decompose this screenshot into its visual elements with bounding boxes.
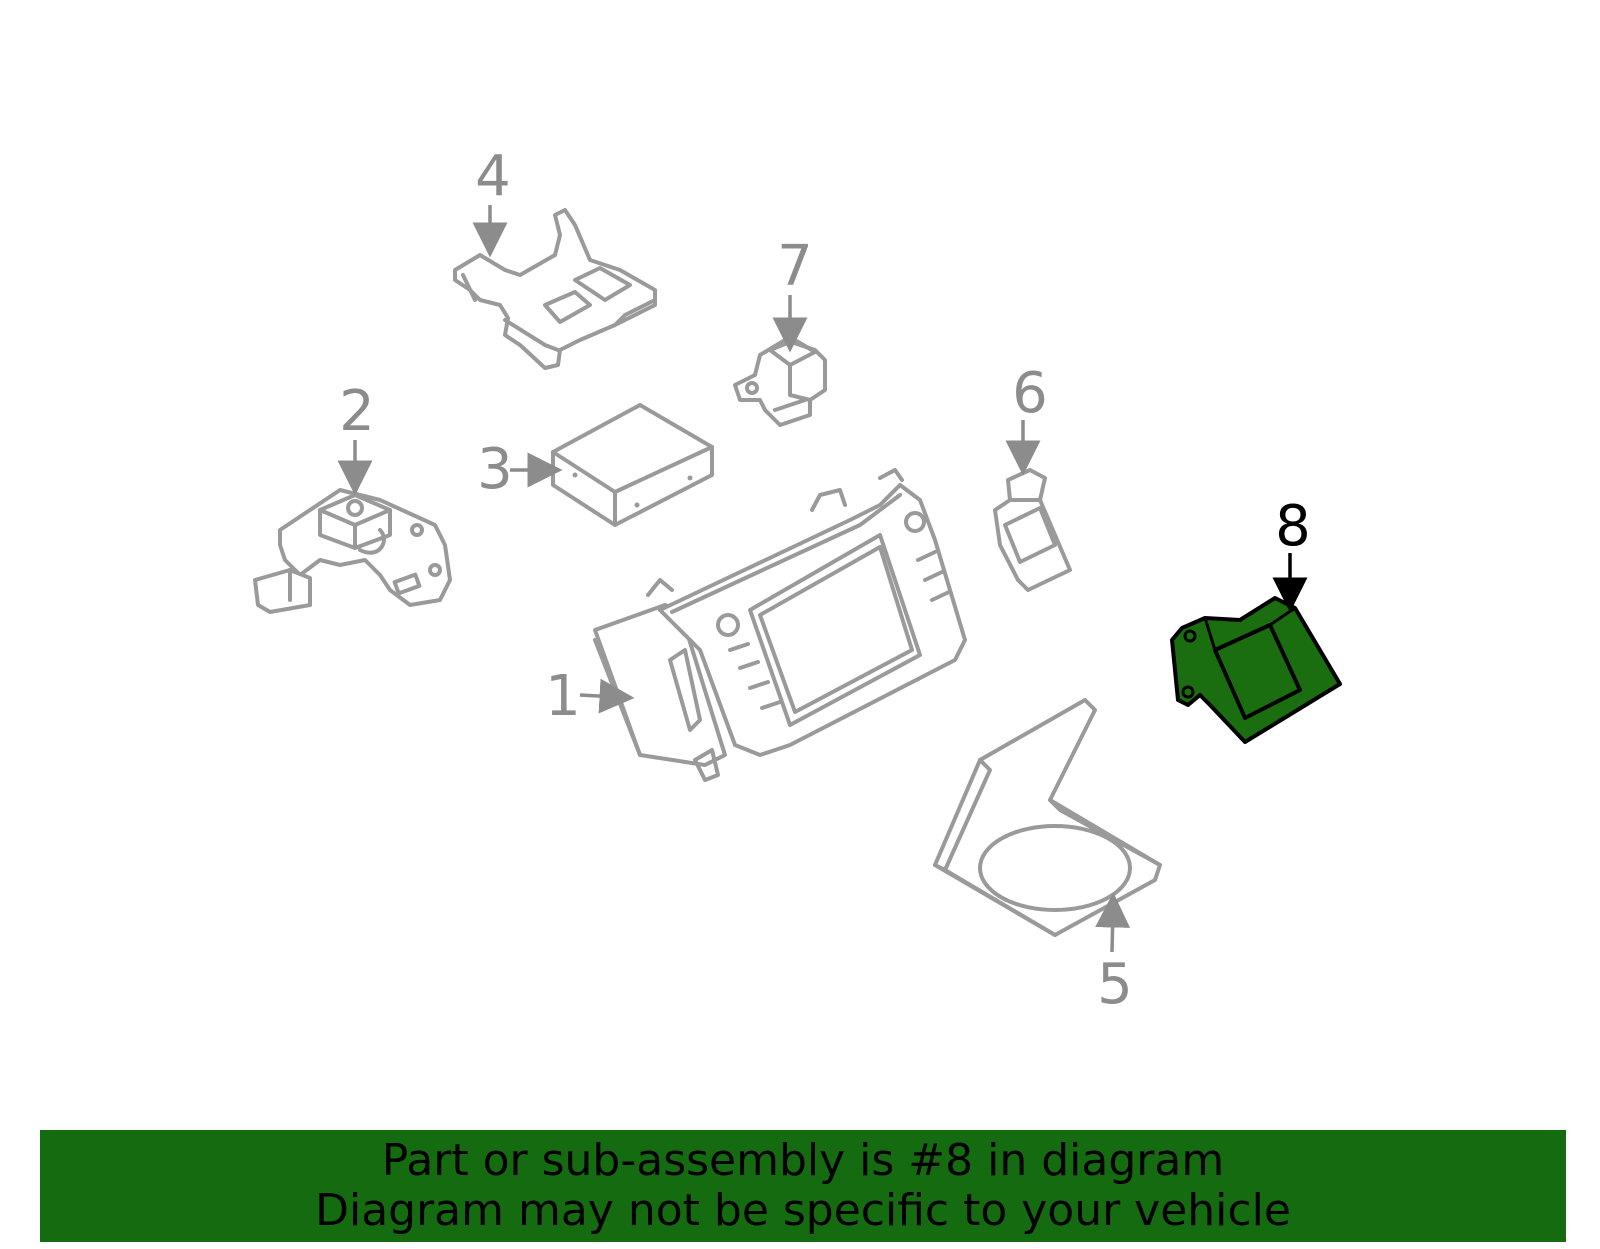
part-5-tray bbox=[933, 698, 1162, 937]
callout-2: 2 bbox=[339, 379, 375, 444]
part-1-head-unit bbox=[593, 468, 967, 782]
part-4-bracket bbox=[453, 208, 657, 370]
banner-line-1: Part or sub-assembly is #8 in diagram bbox=[381, 1135, 1225, 1186]
callout-5: 5 bbox=[1097, 952, 1133, 1017]
callout-6: 6 bbox=[1012, 361, 1048, 426]
callout-3: 3 bbox=[477, 437, 513, 502]
info-banner: Part or sub-assembly is #8 in diagram Di… bbox=[40, 1130, 1566, 1242]
callout-7: 7 bbox=[777, 234, 813, 299]
part-2-module bbox=[253, 488, 452, 614]
part-8-highlighted-module bbox=[1170, 596, 1342, 744]
leader-1 bbox=[579, 678, 635, 714]
part-6-small-module bbox=[993, 468, 1072, 592]
callout-4: 4 bbox=[475, 144, 511, 209]
callout-1: 1 bbox=[545, 664, 581, 729]
part-3-box-module bbox=[551, 403, 714, 527]
leader-5 bbox=[1095, 892, 1131, 953]
callout-8: 8 bbox=[1275, 494, 1311, 559]
part-7-sensor bbox=[733, 338, 827, 427]
banner-line-2: Diagram may not be specific to your vehi… bbox=[315, 1185, 1291, 1236]
